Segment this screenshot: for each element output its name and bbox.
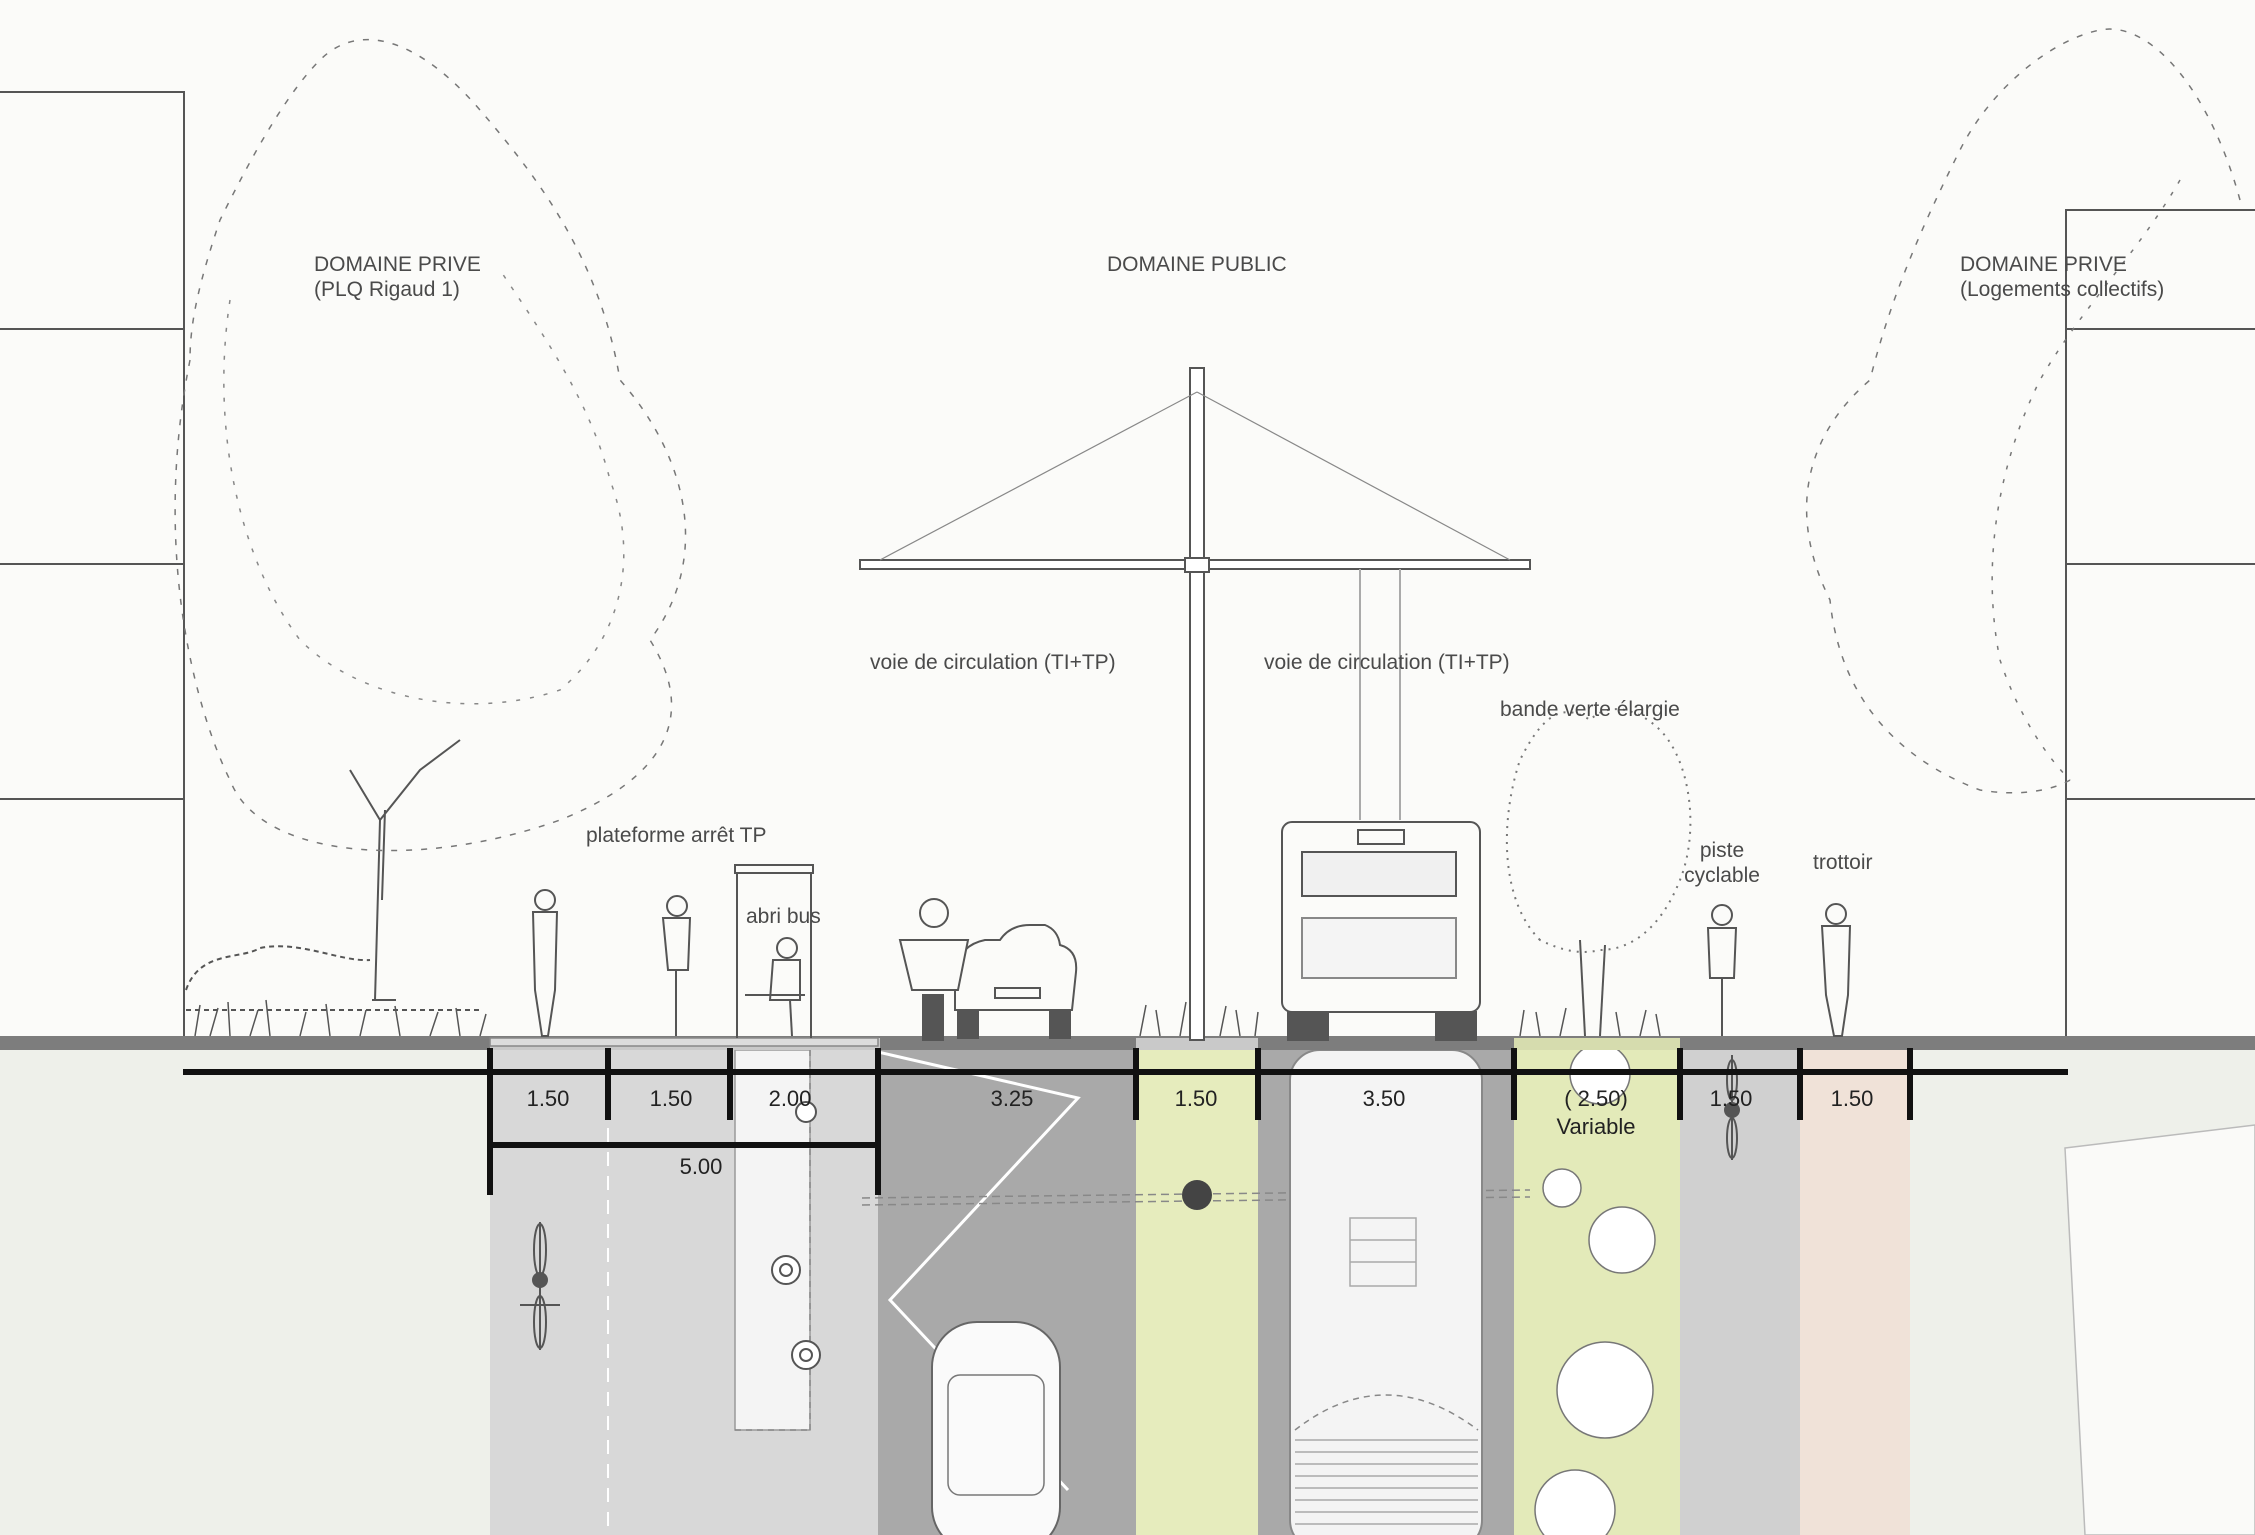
building-footprint-right — [2064, 1124, 2255, 1535]
zone-title: DOMAINE PRIVE — [314, 253, 481, 276]
dimension-line — [183, 1048, 2068, 1195]
zone-subtitle: (Logements collectifs) — [1960, 278, 2165, 302]
pedestrian-icon — [531, 889, 559, 1037]
dim-seg3: 2.00 — [768, 1086, 812, 1111]
bus-elevation-icon — [1281, 821, 1481, 1041]
label-sidewalk: trottoir — [1813, 851, 1873, 874]
plan-view — [0, 1043, 2255, 1535]
bicycle-plan-icon — [520, 1222, 560, 1350]
dim-sidewalk: 1.50 — [1830, 1086, 1874, 1111]
tree-left-icon — [174, 38, 687, 1001]
pole-plan-icon — [1182, 1180, 1212, 1210]
zone-subtitle: (PLQ Rigaud 1) — [314, 278, 460, 302]
grass-green-strip-icon — [1519, 1007, 1661, 1037]
zone-label-public: DOMAINE PUBLIC — [1107, 253, 1287, 276]
green-strip-zone — [1514, 1050, 1680, 1535]
building-right — [2065, 209, 2255, 1043]
dim-green-variable: ( 2.50) — [1564, 1086, 1628, 1111]
grass-left-icon — [194, 999, 487, 1037]
shrub-left-icon — [185, 945, 480, 1011]
cyclist-icon — [1706, 904, 1738, 1036]
motorcyclist-icon — [898, 898, 970, 1041]
dim-lane-left: 3.25 — [990, 1086, 1034, 1111]
tree-median-trunk — [1579, 939, 1606, 1037]
tree-right-icon — [1805, 28, 2241, 794]
label-bike-lane: piste cyclable — [1680, 838, 1764, 888]
dim-lane-right: 3.50 — [1362, 1086, 1406, 1111]
tree-plan-icon — [1588, 1206, 1656, 1274]
label-green-strip: bande verte élargie — [1500, 698, 1680, 721]
median-zone — [1136, 1050, 1258, 1535]
zone-title: DOMAINE PRIVE — [1960, 253, 2127, 276]
sidewalk-zone — [1800, 1050, 1910, 1535]
dim-seg1: 1.50 — [526, 1086, 570, 1111]
bus-shelter-icon — [734, 864, 814, 1038]
seated-person-icon — [745, 937, 805, 1037]
label-bike-lane-line2: cyclable — [1684, 864, 1760, 888]
label-lane-left: voie de circulation (TI+TP) — [870, 651, 1116, 674]
car-plan-icon — [931, 1321, 1061, 1535]
label-bike-lane-line1: piste — [1699, 839, 1745, 862]
tree-plan-icon — [1542, 1168, 1582, 1208]
zone-label-private-right: DOMAINE PRIVE (Logements collectifs) — [1960, 252, 2164, 302]
platform-elevation — [489, 1037, 879, 1047]
label-lane-right: voie de circulation (TI+TP) — [1264, 651, 1510, 674]
platform-zone — [490, 1050, 878, 1535]
cyclist-icon — [661, 895, 692, 1036]
bike-lane-zone — [1680, 1050, 1800, 1535]
dim-green-variable-note: Variable — [1556, 1114, 1636, 1139]
label-shelter: abri bus — [746, 905, 821, 928]
dim-bike: 1.50 — [1709, 1086, 1753, 1111]
dim-platform-total: 5.00 — [679, 1154, 723, 1179]
car-elevation-icon — [954, 924, 1078, 1039]
tree-plan-icon — [1534, 1469, 1616, 1535]
people-plan-icon — [771, 1101, 821, 1370]
dim-seg2: 1.50 — [649, 1086, 693, 1111]
catenary-pole-icon — [859, 367, 1531, 1041]
label-platform: plateforme arrêt TP — [586, 824, 767, 847]
dim-median: 1.50 — [1174, 1086, 1218, 1111]
ground-band — [0, 1036, 2255, 1050]
tree-median-icon — [1505, 708, 1692, 953]
zone-label-private-left: DOMAINE PRIVE (PLQ Rigaud 1) — [314, 252, 481, 302]
tree-plan-icon — [1556, 1341, 1654, 1439]
pedestrian-icon — [1820, 903, 1852, 1037]
bus-plan-icon — [1289, 1049, 1483, 1535]
building-left — [0, 91, 185, 1043]
